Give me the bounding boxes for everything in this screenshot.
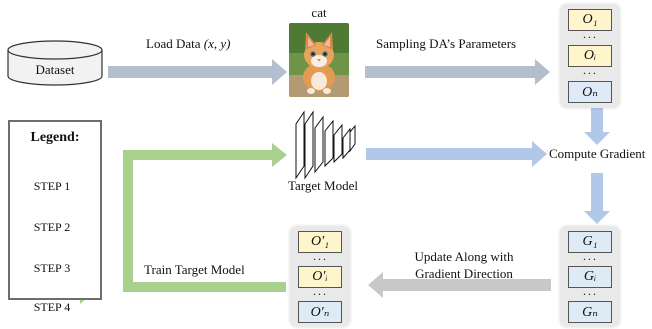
g-ellipsis-1: ··· <box>582 252 598 266</box>
target-model-label: Target Model <box>288 178 358 193</box>
arrow-update <box>368 272 551 298</box>
arrow-train <box>123 143 287 292</box>
o-ellipsis-1: ··· <box>582 30 598 44</box>
arrow-sampling <box>365 59 550 85</box>
load-data-label: Load Data (x, y) <box>146 36 230 52</box>
cat-label: cat <box>311 5 327 20</box>
update-label-line2: Gradient Direction <box>415 266 513 281</box>
dataset-cylinder <box>7 40 103 86</box>
o-prime-cell-n: O′ₙ <box>298 301 342 323</box>
legend-title: Legend: <box>30 130 80 145</box>
g-column: G₁ ··· Gᵢ ··· Gₙ <box>560 226 620 327</box>
load-data-math: (x, y) <box>203 36 231 51</box>
o-cell-i: Oᵢ <box>568 45 612 67</box>
g-cell-1: G₁ <box>568 231 612 253</box>
legend-step1-label: STEP 1 <box>33 179 71 193</box>
load-data-text: Load Data <box>146 36 201 51</box>
o-prime-cell-1: O′₁ <box>298 231 342 253</box>
g-cell-n: Gₙ <box>568 301 612 323</box>
g-ellipsis-2: ··· <box>582 287 598 301</box>
arrow-load-data <box>108 59 287 85</box>
update-label-line1: Update Along with <box>414 249 514 264</box>
dataset-label: Dataset <box>35 62 75 77</box>
legend-step4-label: STEP 4 <box>33 300 71 314</box>
train-label: Train Target Model <box>144 262 245 277</box>
o-cell-1: O₁ <box>568 9 612 31</box>
update-label: Update Along with Gradient Direction <box>384 248 544 282</box>
o-cell-n: Oₙ <box>568 81 612 103</box>
legend-step2-label: STEP 2 <box>33 220 71 234</box>
legend-step3-label: STEP 3 <box>33 261 71 275</box>
g-cell-i: Gᵢ <box>568 266 612 288</box>
target-model-icon <box>295 110 356 180</box>
arrow-model-to-gradient <box>366 141 547 167</box>
legend: Legend: STEP 1 STEP 2 STEP 3 STEP 4 <box>8 120 102 314</box>
o-column: O₁ ··· Oᵢ ··· Oₙ <box>560 4 620 108</box>
o-prime-cell-i: O′ᵢ <box>298 266 342 288</box>
compute-gradient-label: Compute Gradient <box>549 146 646 161</box>
sampling-label: Sampling DA’s Parameters <box>376 36 517 51</box>
cat-image <box>289 23 349 97</box>
arrow-gradient-to-g <box>584 173 610 224</box>
o-prime-ellipsis-2: ··· <box>312 287 328 301</box>
o-ellipsis-2: ··· <box>582 66 598 80</box>
o-prime-ellipsis-1: ··· <box>312 252 328 266</box>
cat-illustration <box>289 23 349 97</box>
o-prime-column: O′₁ ··· O′ᵢ ··· O′ₙ <box>290 226 350 327</box>
arrow-o-to-gradient <box>584 108 610 145</box>
